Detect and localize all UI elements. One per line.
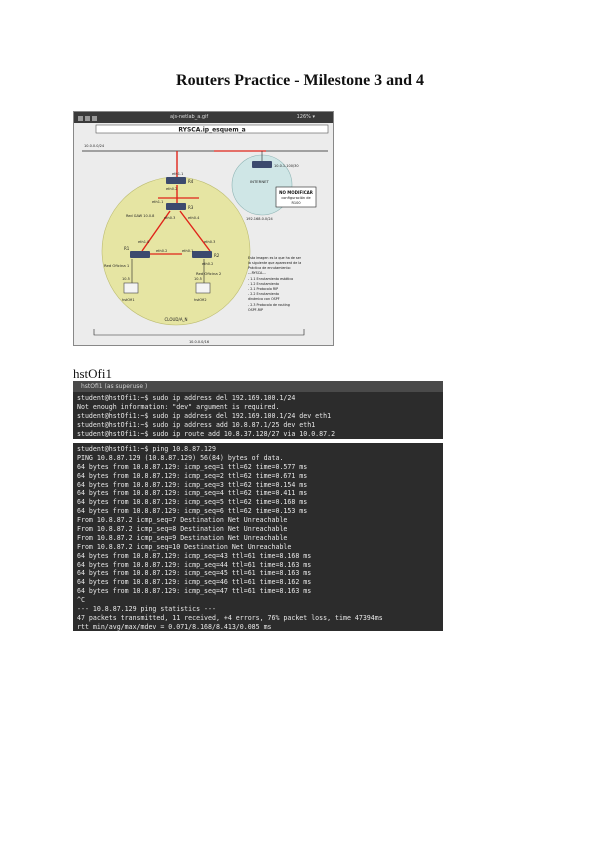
note-line: Esta imagen es la que ha de ser <box>248 256 302 260</box>
pc2-icon <box>195 282 211 294</box>
note-line: ---RYSCA--- <box>248 271 267 275</box>
router-r3-icon <box>166 203 186 210</box>
terminal-line: ^C <box>77 596 85 605</box>
terminal-line: Not enough information: "dev" argument i… <box>77 402 280 411</box>
terminal-output-2: student@hstOfi1:~$ ping 10.8.87.129 PING… <box>73 443 443 631</box>
link-r3-r1 <box>141 210 171 252</box>
terminal-line: PING 10.8.87.129 (10.8.87.129) 56(84) by… <box>77 453 284 462</box>
label-internet: INTERNET <box>250 179 270 184</box>
terminal-line: 64 bytes from 10.8.87.129: icmp_seq=5 tt… <box>77 498 308 507</box>
router-r4-icon <box>166 177 186 184</box>
bottom-bracket <box>93 329 305 336</box>
label-eth2-r2: eth0.1 <box>182 249 193 253</box>
terminal-line: student@hstOfi1:~$ sudo ip route add 10.… <box>77 429 336 438</box>
terminal-output-1: student@hstOfi1:~$ sudo ip address del 1… <box>73 392 443 439</box>
terminal-line: 64 bytes from 10.8.87.129: icmp_seq=6 tt… <box>77 507 308 516</box>
terminal-window-1[interactable]: hstOfi1 (as superuse ) student@hstOfi1:~… <box>73 381 443 439</box>
section-label: hstOfi1 <box>73 366 112 381</box>
diagram-banner-text: RYSCA.ip_esquem_a <box>178 127 245 134</box>
terminal-line: 64 bytes from 10.8.87.129: icmp_seq=44 t… <box>77 560 312 569</box>
terminal-tab[interactable]: hstOfi1 (as superuse ) <box>73 381 443 392</box>
label-eth1-r2: eth0.3 <box>204 240 215 244</box>
terminal-line: 64 bytes from 10.8.87.129: icmp_seq=46 t… <box>77 578 312 587</box>
terminal-line: student@hstOfi1:~$ ping 10.8.87.129 <box>77 445 216 453</box>
label-pc2: hstOfi2 <box>194 298 207 302</box>
terminal-line: 64 bytes from 10.8.87.129: icmp_seq=3 tt… <box>77 480 308 489</box>
terminal-line: 64 bytes from 10.8.87.129: icmp_seq=1 tt… <box>77 462 308 471</box>
label-eth0-r3: eth0.3 <box>164 216 175 220</box>
label-ip-ofi2: 10.5 <box>194 277 202 281</box>
label-eth1-r1: eth1.0 <box>138 240 149 244</box>
terminal-line: From 10.8.87.2 icmp_seq=7 Destination Ne… <box>77 516 288 525</box>
terminal-line: 64 bytes from 10.8.87.129: icmp_seq=2 tt… <box>77 471 308 480</box>
note-line: dinámico con OSPF <box>248 297 280 301</box>
terminal-line: 64 bytes from 10.8.87.129: icmp_seq=45 t… <box>77 569 312 578</box>
label-eth1-r3: eth1.1 <box>152 200 163 204</box>
label-ip-top: 10.0.0.0/24 <box>84 144 105 148</box>
terminal-line: --- 10.8.87.129 ping statistics --- <box>77 605 216 614</box>
warning-box <box>275 186 317 208</box>
label-ip-ofi1: 10.5 <box>122 277 130 281</box>
cloud-area <box>101 176 251 326</box>
note-line: - 2.1 Protocolo RIP <box>248 287 278 291</box>
page-title: Routers Practice - Milestone 3 and 4 <box>176 72 424 89</box>
image-viewer-title: ajs-netlab_a.gif <box>170 114 209 120</box>
warning-line-3: R100 <box>291 201 300 205</box>
terminal-line: student@hstOfi1:~$ sudo ip address del 1… <box>77 411 332 420</box>
label-eth4-r3: eth0.4 <box>188 216 200 220</box>
label-red-ofi1: Red Oficina 1 <box>104 263 130 268</box>
window-controls[interactable] <box>78 115 99 126</box>
diagram-banner <box>95 124 329 134</box>
router-r1-icon <box>130 251 150 258</box>
label-eth2-r1: eth0.2 <box>156 249 167 253</box>
router-r2-icon <box>192 251 212 258</box>
terminal-line: 64 bytes from 10.8.87.129: icmp_seq=43 t… <box>77 551 312 560</box>
label-r4: R4 <box>188 179 194 184</box>
label-pc1: hstOfi1 <box>122 298 135 302</box>
terminal-line: From 10.8.87.2 icmp_seq=9 Destination Ne… <box>77 533 288 542</box>
terminal-line: From 10.8.87.2 icmp_seq=8 Destination Ne… <box>77 525 288 534</box>
note-line: - 2.2 Enrutamiento <box>248 292 279 296</box>
terminal-line: From 10.8.87.2 icmp_seq=10 Destination N… <box>77 542 292 551</box>
label-r2: R2 <box>214 253 220 258</box>
label-r3: R3 <box>188 205 194 210</box>
terminal-line: 64 bytes from 10.8.87.129: icmp_seq=4 tt… <box>77 489 308 498</box>
warning-line-1: NO MODIFICAR <box>279 190 313 195</box>
label-red-ofi2: Red Oficina 2 <box>196 271 222 276</box>
label-bottom: 10.0.0.0/16 <box>189 340 209 344</box>
note-line: la siguiente que aparecerá de la <box>248 261 301 265</box>
terminal-line: student@hstOfi1:~$ sudo ip address add 1… <box>77 420 316 429</box>
warning-line-2: configuración de <box>281 196 310 200</box>
label-net-right: 192.168.0.0/24 <box>246 217 274 221</box>
terminal-line: rtt min/avg/max/mdev = 0.071/8.168/8.413… <box>77 622 272 631</box>
note-line: - 1.2 Enrutamiento <box>248 282 279 286</box>
label-cloud: CLOUD/A_N <box>164 317 187 322</box>
diagram-notes: Esta imagen es la que ha de ser la sigui… <box>248 256 302 312</box>
label-eth-r2b: eth0.2 <box>202 262 213 266</box>
note-line: - 2.3 Protocolo de routing <box>248 303 290 307</box>
terminal-line: 64 bytes from 10.8.87.129: icmp_seq=47 t… <box>77 587 312 596</box>
router-r100-icon <box>252 161 272 168</box>
terminal-line: student@hstOfi1:~$ sudo ip address del 1… <box>77 394 296 402</box>
label-eth1-r4: eth1.1 <box>172 172 183 176</box>
terminal-line: 47 packets transmitted, 11 received, +4 … <box>77 613 383 622</box>
image-viewer-titlebar: ajs-netlab_a.gif 126% ▾ <box>74 112 333 123</box>
link-r3-r2 <box>179 210 211 252</box>
terminal-window-2[interactable]: student@hstOfi1:~$ ping 10.8.87.129 PING… <box>73 443 443 631</box>
note-line: - 1.1 Enrutamiento estático <box>248 277 293 281</box>
zoom-level[interactable]: 126% ▾ <box>296 114 315 120</box>
label-red-gaw: Red GAW 10.0.8 <box>126 214 154 218</box>
network-diagram-screenshot: ajs-netlab_a.gif 126% ▾ RYSCA.ip_esquem_… <box>73 111 334 346</box>
label-eth0-r4: eth0.2 <box>166 187 177 191</box>
pc1-icon <box>123 282 139 294</box>
network-diagram: RYSCA.ip_esquem_a 10.0.0.0/24 R4 eth1.1 … <box>82 124 329 344</box>
note-line: OSPF-RIP <box>248 308 263 312</box>
label-r100-name: 10.0.1.100/30 <box>274 164 299 168</box>
note-line: Práctica de enrutamiento: <box>248 266 291 270</box>
label-r1: R1 <box>124 246 130 251</box>
